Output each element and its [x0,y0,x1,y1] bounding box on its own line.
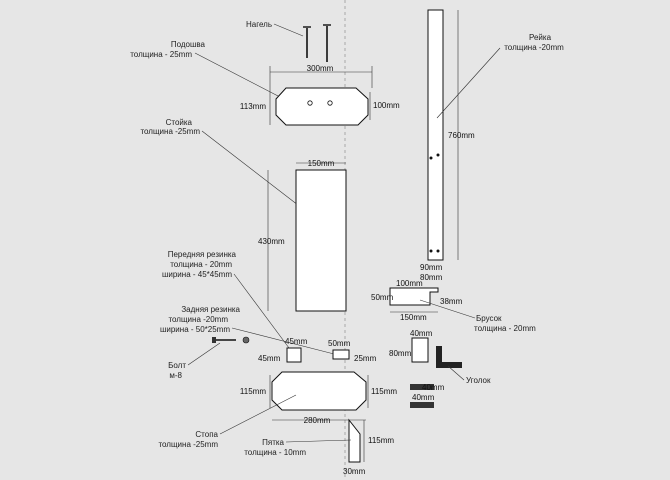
bolt-head [212,337,216,343]
podoshva-width-dim: 300mm [307,64,334,73]
bolt-leader [187,342,221,366]
pyatka-height-dim: 115mm [368,436,394,445]
brusok-top-dim: 100mm [396,279,423,288]
perednyaya-leader [233,273,293,353]
pyatka-bottom-dim: 30mm [343,467,366,476]
bolt-size: м-8 [169,371,182,380]
reyka-height-dim: 760mm [448,131,475,140]
bolt-part [212,336,250,344]
podoshva-hole-right [327,100,333,106]
stoyka-height-dim: 430mm [258,237,285,246]
podoshva-left-dim: 113mm [240,102,266,111]
stoyka-label: Стойка [166,118,193,127]
stoyka-part [295,169,347,312]
reyka-leader [436,47,501,119]
ugolok-small-a-dim: 40mm [422,383,445,392]
stopa-right-dim: 115mm [371,387,397,396]
stoyka-thickness: толщина -25mm [140,127,200,136]
front-rubber-side-dim: 45mm [258,354,281,363]
brusok-left-dim: 50mm [371,293,394,302]
stopa-bottom-dim: 280mm [304,416,331,425]
ugolok-part-side [436,346,462,368]
bolt-label: Болт [168,361,186,370]
stopa-left-dim: 115mm [240,387,266,396]
brusok-part [389,287,439,306]
back-rubber-part [332,349,350,360]
ugolok-top-dim: 40mm [410,329,433,338]
perednyaya-label: Передняя резинка [168,250,237,259]
brusok-thickness: толщина - 20mm [474,324,536,333]
zadnyaya-thickness: толщина -20mm [168,315,228,324]
reyka-thickness: толщина -20mm [504,43,564,52]
reyka-bottom-b-dim: 80mm [420,273,443,282]
zadnyaya-leader [231,327,335,355]
reyka-part [427,9,444,261]
stoyka-width-dim: 150mm [308,159,335,168]
reyka-hole-4 [436,249,440,253]
reyka-hole-3 [429,249,433,253]
pyatka-part [348,418,361,463]
brusok-bottom-dim: 150mm [400,313,427,322]
nagel-leader [273,23,304,37]
pyatka-leader [285,439,352,443]
podoshva-label: Подошва [171,40,206,49]
ugolok-label: Уголок [466,376,491,385]
ugolok-small-b-dim: 40mm [412,393,435,402]
reyka-hole-2 [436,153,440,157]
zadnyaya-width: ширина - 50*25mm [160,325,230,334]
bolt-nut [242,336,250,344]
brusok-label: Брусок [476,314,502,323]
stopa-leader [219,394,297,435]
ugolok-leader [447,365,465,381]
nagel-label: Нагель [246,20,272,29]
podoshva-thickness: толщина - 25mm [130,50,192,59]
stopa-part [271,371,367,411]
reyka-bottom-a-dim: 90mm [420,263,443,272]
reyka-hole-1 [429,156,433,160]
perednyaya-thickness: толщина - 20mm [170,260,232,269]
ugolok-small-bottom [410,402,434,408]
front-rubber-top-dim: 45mm [285,337,308,346]
zadnyaya-label: Задняя резинка [181,305,240,314]
back-rubber-top-dim: 50mm [328,339,351,348]
stopa-thickness: толщина -25mm [158,440,218,449]
podoshva-right-dim: 100mm [373,101,400,110]
perednyaya-width: ширина - 45*45mm [162,270,232,279]
brusok-leader [419,299,476,319]
stopa-label: Стопа [195,430,218,439]
podoshva-hole-left [307,100,313,106]
reyka-label: Рейка [529,33,552,42]
ugolok-small-top [410,384,434,390]
pyatka-label: Пятка [262,438,284,447]
nagel-part [303,24,331,62]
podoshva-leader [194,52,281,98]
pyatka-thickness: толщина - 10mm [244,448,306,457]
ugolok-part-front [411,337,429,363]
back-rubber-side-dim: 25mm [354,354,377,363]
front-rubber-part [286,347,302,363]
brusok-right-dim: 38mm [440,297,463,306]
podoshva-part [275,87,369,126]
ugolok-side-dim: 80mm [389,349,412,358]
